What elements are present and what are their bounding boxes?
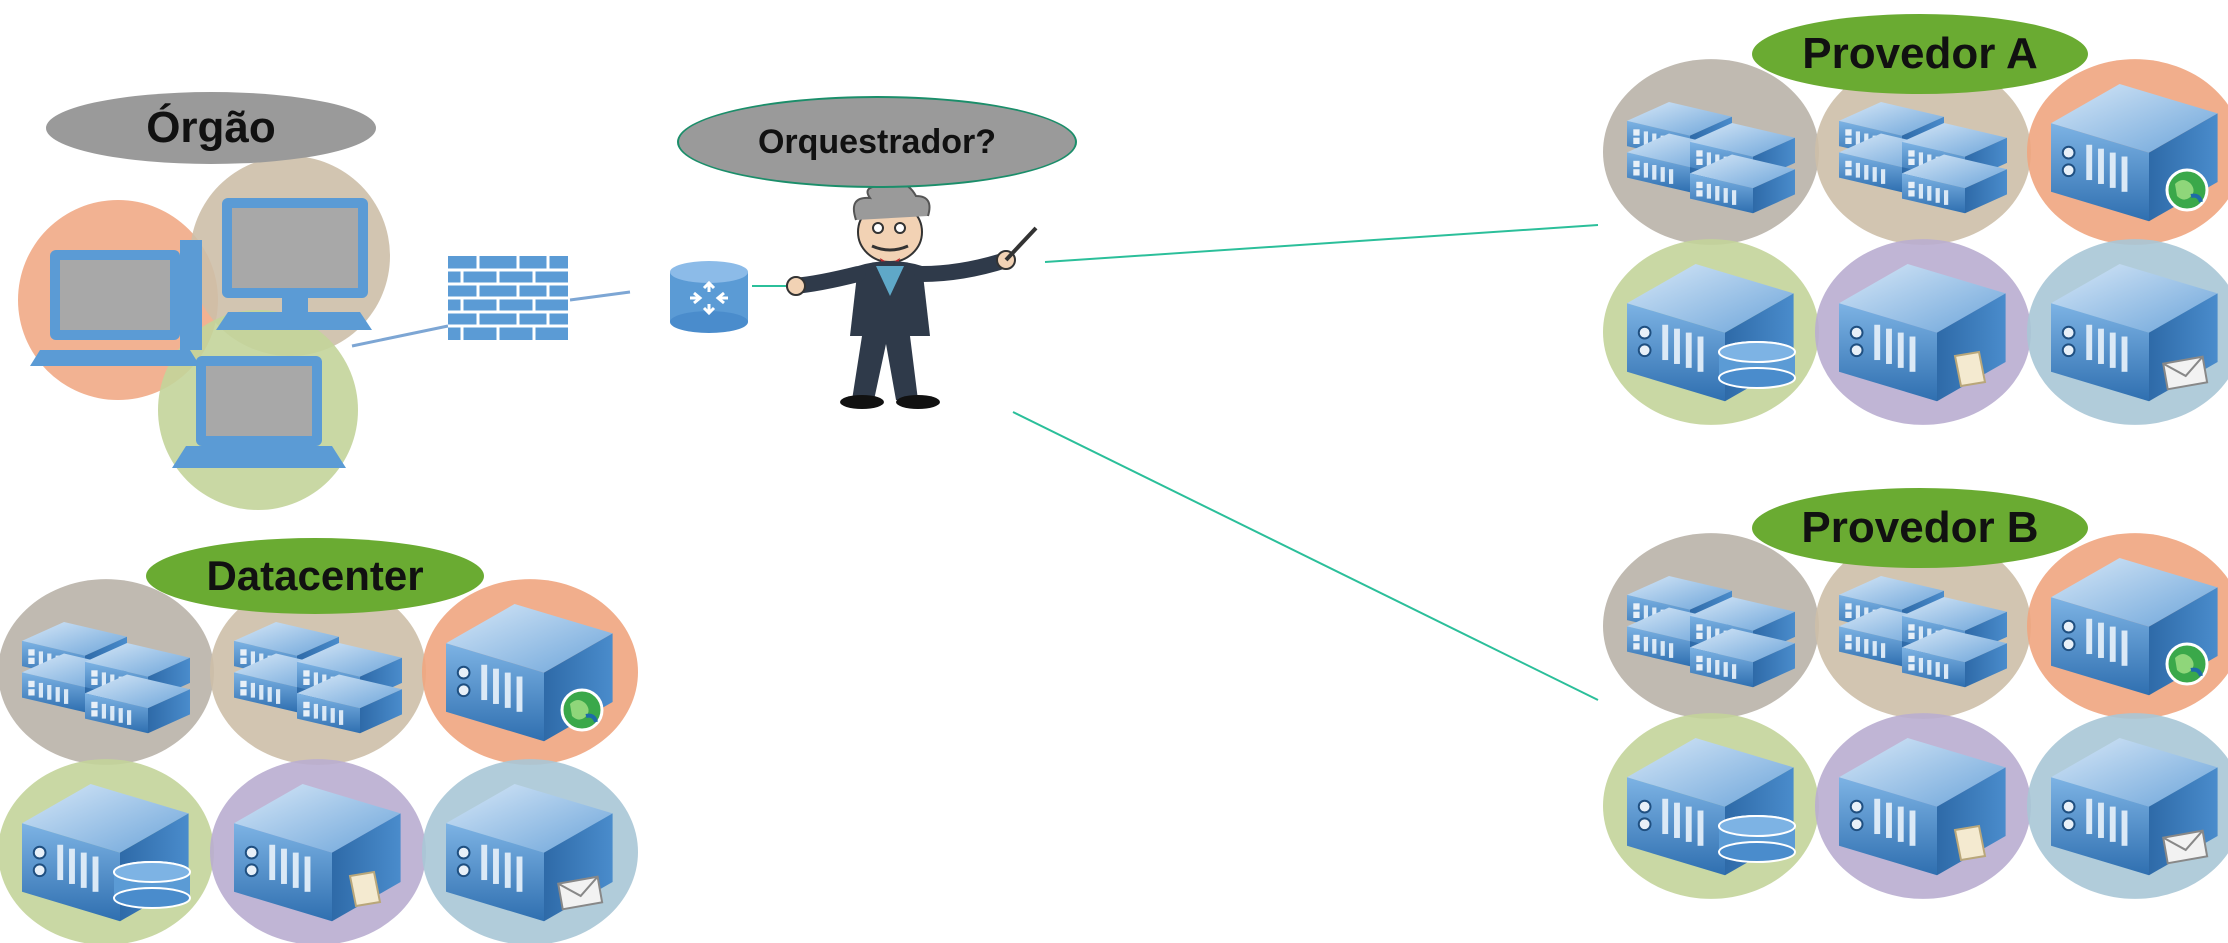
provedor-a-label: Provedor A — [1752, 14, 2088, 94]
rack-servers-icon — [1603, 533, 1819, 719]
link-orchestrator-provedor-a — [1045, 225, 1598, 262]
rack-servers-icon — [0, 579, 214, 765]
conductor-figure — [787, 184, 1036, 409]
server-globe-icon — [2027, 59, 2228, 245]
server-document-icon — [1815, 239, 2031, 425]
server-globe-icon — [422, 579, 638, 765]
server-document-icon — [210, 759, 426, 943]
server-mail-icon — [422, 759, 638, 943]
server-globe-icon — [2027, 533, 2228, 719]
server-database-icon — [1603, 713, 1819, 899]
server-mail-icon — [2027, 239, 2228, 425]
link-orchestrator-provedor-b — [1013, 412, 1598, 700]
router-icon — [670, 261, 748, 333]
provedor-b-servers — [1603, 533, 2228, 899]
server-database-icon — [1603, 239, 1819, 425]
server-database-icon — [0, 759, 214, 943]
provedor-a-servers — [1603, 59, 2228, 425]
orgao-devices — [18, 156, 390, 510]
server-document-icon — [1815, 713, 2031, 899]
firewall-icon — [448, 256, 568, 340]
datacenter-label: Datacenter — [146, 538, 484, 614]
laptop-icon — [172, 356, 346, 468]
orquestrador-label: Orquestrador? — [677, 96, 1077, 188]
rack-servers-icon — [1603, 59, 1819, 245]
link-firewall-router — [570, 292, 630, 300]
server-mail-icon — [2027, 713, 2228, 899]
provedor-b-label: Provedor B — [1752, 488, 2088, 568]
datacenter-servers — [0, 579, 638, 943]
orgao-label: Órgão — [46, 92, 376, 164]
